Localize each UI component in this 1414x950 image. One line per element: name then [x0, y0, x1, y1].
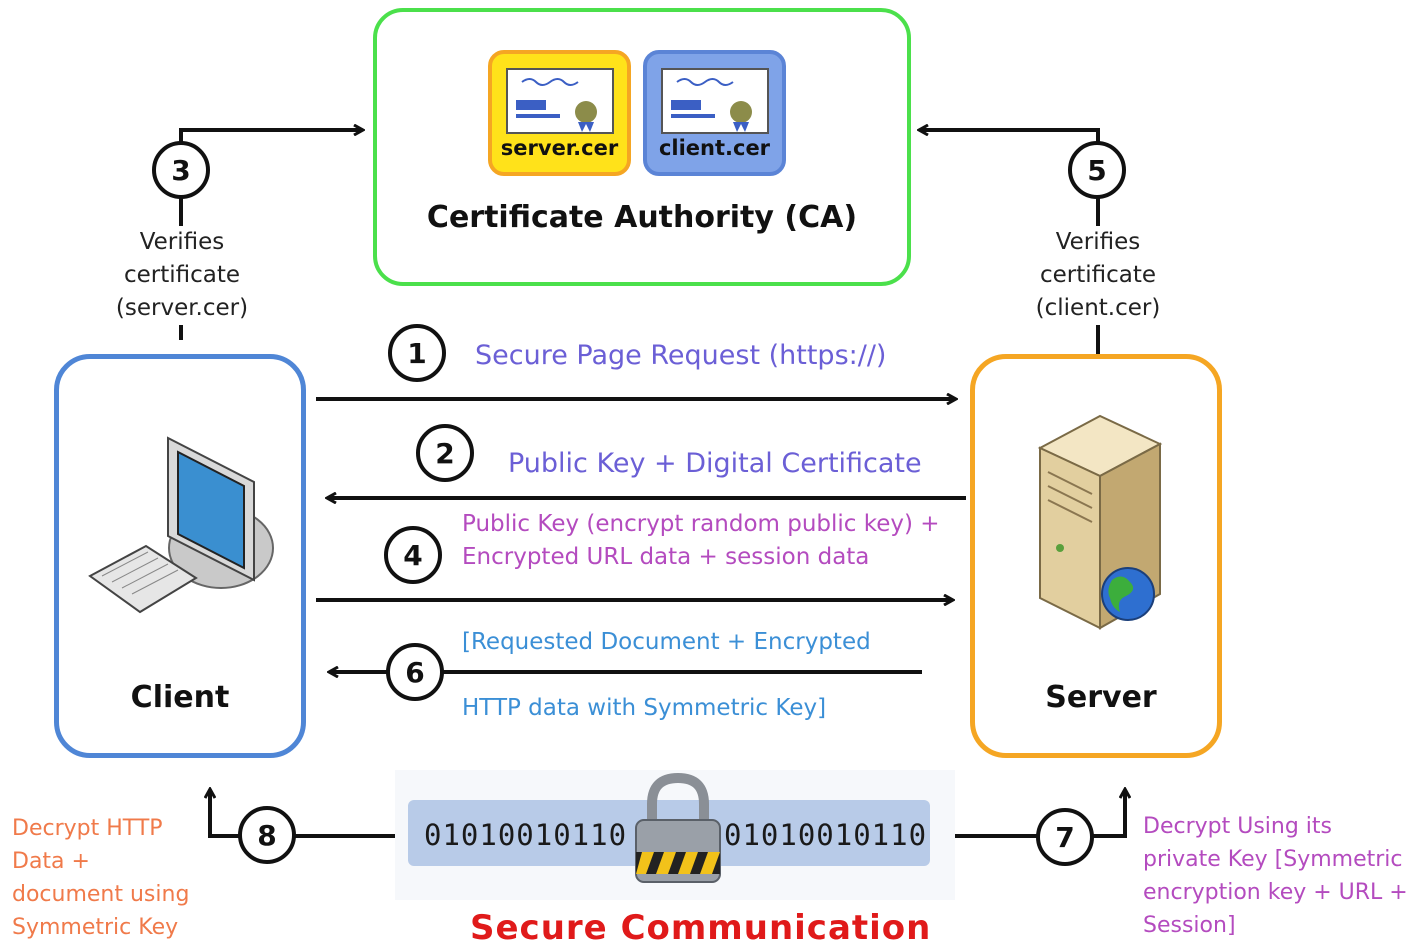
arrow-step8 [210, 790, 396, 838]
step-3-badge: 3 [152, 141, 210, 199]
step-7-badge: 7 [1036, 808, 1094, 866]
server-certificate-icon: server.cer [488, 50, 631, 176]
step-8-badge: 8 [238, 806, 296, 864]
message-step6-line2: HTTP data with Symmetric Key] [462, 695, 827, 721]
client-verifies-note: Verifies certificate (server.cer) [92, 226, 272, 325]
client-certificate-icon: client.cer [643, 50, 786, 176]
certificate-graphic-icon [516, 78, 597, 132]
step-1-badge: 1 [388, 324, 446, 382]
message-step2: Public Key + Digital Certificate [508, 448, 922, 479]
arrow-step7 [944, 790, 1125, 838]
message-step6-line1: [Requested Document + Encrypted [462, 629, 871, 655]
server-cert-label: server.cer [500, 136, 619, 160]
client-label: Client [130, 680, 230, 715]
step-5-badge: 5 [1068, 141, 1126, 199]
message-step4: Public Key (encrypt random public key) +… [462, 511, 940, 570]
server-box [970, 354, 1222, 758]
binary-left: 01010010110 [424, 818, 628, 852]
step-2-badge: 2 [416, 424, 474, 482]
certificate-authority-box [373, 8, 911, 286]
ca-title: Certificate Authority (CA) [426, 200, 858, 235]
server-tower-icon [1037, 414, 1163, 630]
client-cert-label: client.cer [658, 136, 771, 160]
step-4-badge: 4 [384, 526, 442, 584]
server-label: Server [1045, 680, 1157, 715]
server-decrypt-note: Decrypt Using its private Key [Symmetric… [1143, 814, 1408, 938]
client-decrypt-note: Decrypt HTTP Data + document using Symme… [12, 816, 190, 940]
server-verifies-note: Verifies certificate (client.cer) [1008, 226, 1188, 325]
step-6-badge: 6 [386, 643, 444, 701]
computer-icon [88, 436, 274, 614]
message-step1: Secure Page Request (https://) [475, 340, 887, 371]
padlock-icon [635, 772, 721, 883]
secure-communication-title: Secure Communication [470, 908, 932, 948]
client-box [54, 354, 306, 758]
binary-right: 01010010110 [724, 818, 928, 852]
certificate-graphic-icon [671, 78, 752, 132]
